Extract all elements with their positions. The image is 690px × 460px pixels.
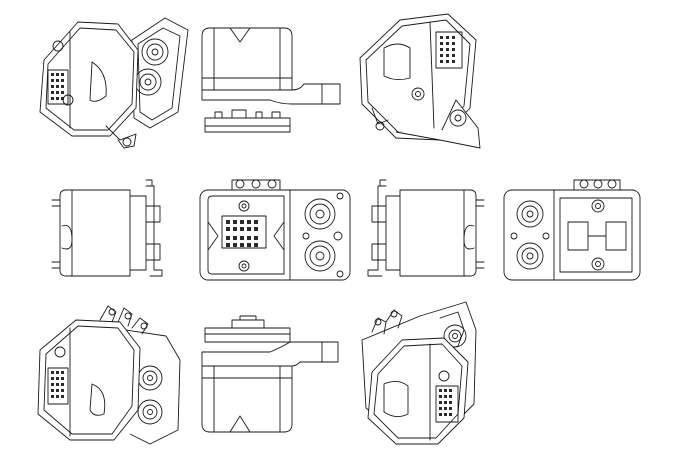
view-bottom	[201, 315, 339, 433]
connector-pins	[435, 31, 463, 69]
view-top	[201, 27, 341, 133]
view-left	[51, 179, 163, 277]
view-isometric-top-right	[359, 13, 481, 149]
view-back	[503, 179, 641, 281]
view-isometric-bottom-left	[37, 305, 181, 445]
connector-pins	[47, 69, 69, 105]
connector-pins	[435, 385, 459, 423]
view-isometric-bottom-right	[361, 301, 477, 445]
connector-pins	[221, 215, 267, 249]
view-right	[367, 179, 485, 277]
view-isometric-top-left	[39, 17, 189, 149]
view-front	[199, 179, 351, 281]
connector-pins	[47, 367, 69, 405]
